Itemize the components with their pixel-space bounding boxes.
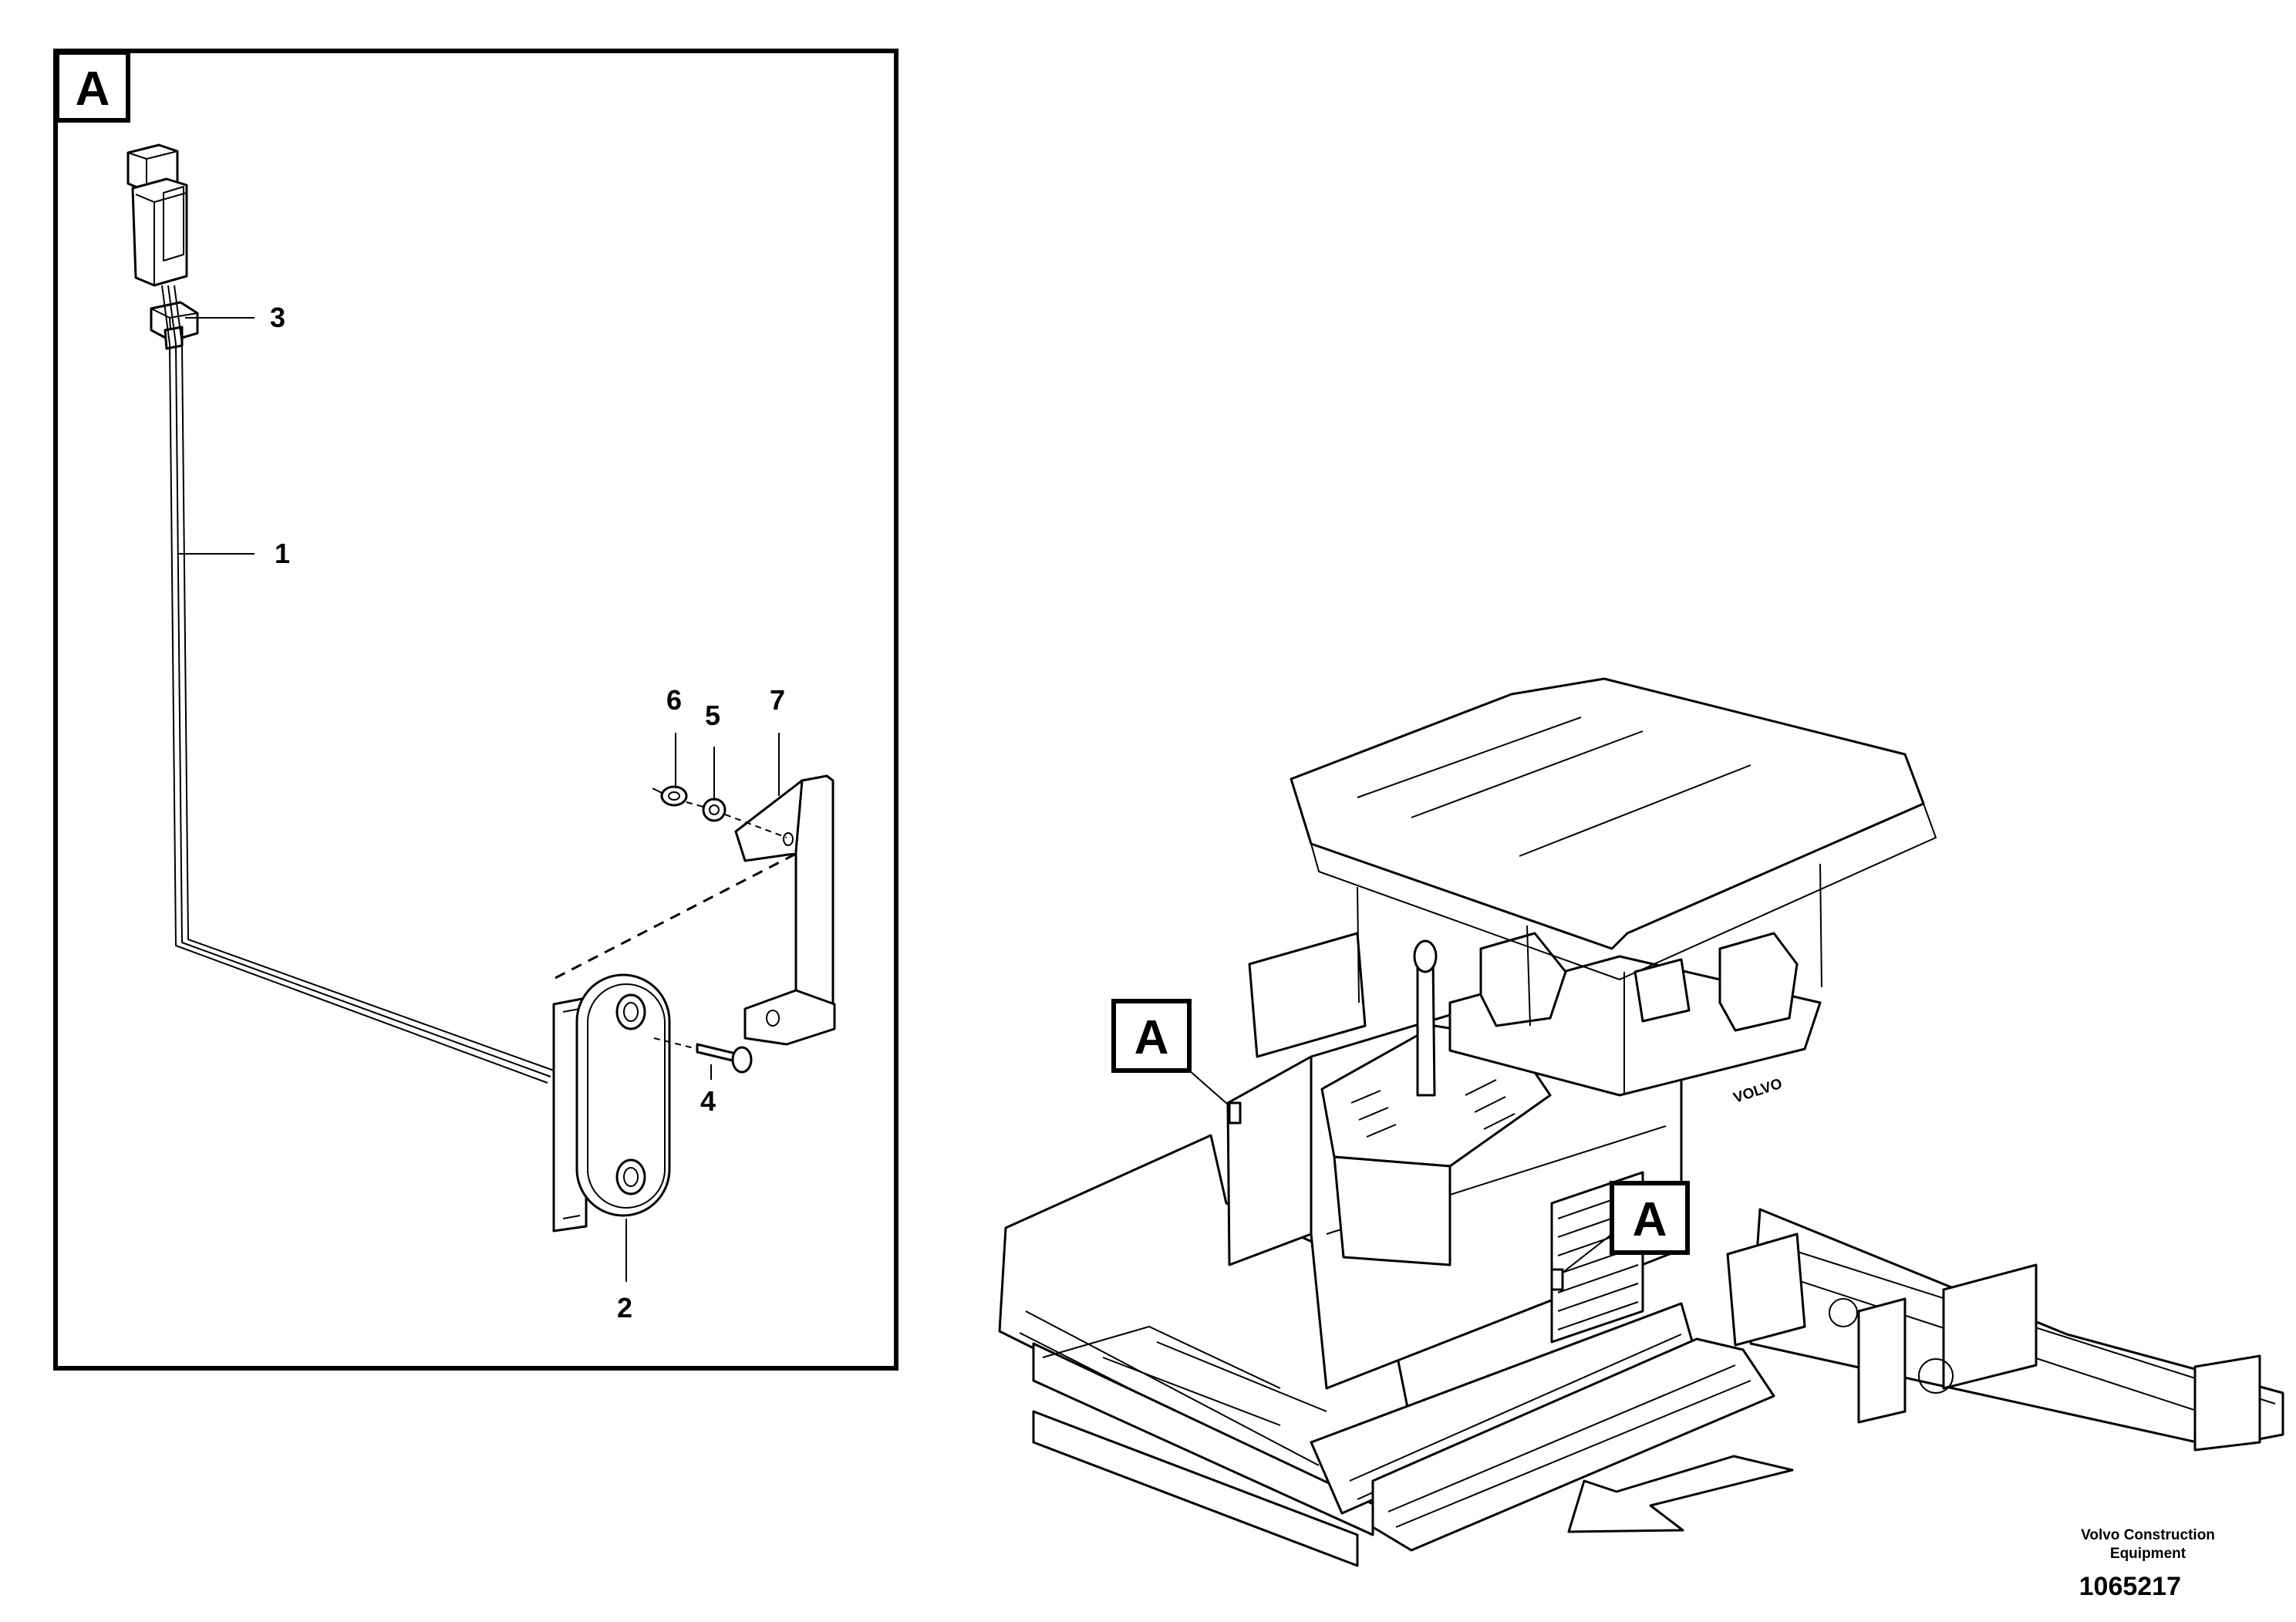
detail-label-box xyxy=(55,50,130,123)
roof-canopy xyxy=(1290,677,1937,1095)
callout-1: 1 xyxy=(275,538,290,569)
detail-frame xyxy=(53,49,899,1371)
location-marker-left-label: A xyxy=(1135,1011,1169,1064)
leader-lines xyxy=(179,317,780,1282)
callout-6: 6 xyxy=(666,684,682,716)
alignment-line xyxy=(555,853,795,980)
electrical-connector xyxy=(126,143,188,287)
location-marker-right: A xyxy=(1550,1181,1690,1291)
callout-7: 7 xyxy=(770,684,785,716)
footer: Volvo Construction Equipment 1065217 xyxy=(2079,1527,2215,1601)
crawler-tracks xyxy=(1032,1337,1775,1567)
machine-overview: VOLVO A A xyxy=(998,677,2284,1567)
sensor-plate xyxy=(552,973,671,1233)
detail-view-a: A xyxy=(53,49,899,1371)
location-marker-left-box xyxy=(1111,999,1192,1073)
detail-label: A xyxy=(76,62,110,116)
location-marker-right-box xyxy=(1610,1181,1690,1255)
company-line-2: Equipment xyxy=(2110,1546,2186,1562)
cable-harness xyxy=(161,285,555,1084)
company-line-1: Volvo Construction xyxy=(2081,1527,2215,1543)
nut xyxy=(652,785,688,807)
operator-platform: VOLVO xyxy=(1248,932,1822,1107)
callout-5: 5 xyxy=(705,700,720,731)
machine-brand: VOLVO xyxy=(1731,1076,1784,1107)
callout-2: 2 xyxy=(617,1292,632,1324)
direction-arrow xyxy=(1567,1455,1794,1533)
callout-4: 4 xyxy=(700,1085,716,1117)
cable-clip xyxy=(150,301,199,350)
location-marker-right-label: A xyxy=(1633,1193,1667,1246)
document-number: 1065217 xyxy=(2079,1572,2181,1601)
callout-3: 3 xyxy=(270,302,285,333)
bracket xyxy=(734,774,836,1046)
screw xyxy=(653,1037,753,1074)
location-marker-left: A xyxy=(1111,999,1242,1125)
screed xyxy=(1726,1208,2284,1452)
